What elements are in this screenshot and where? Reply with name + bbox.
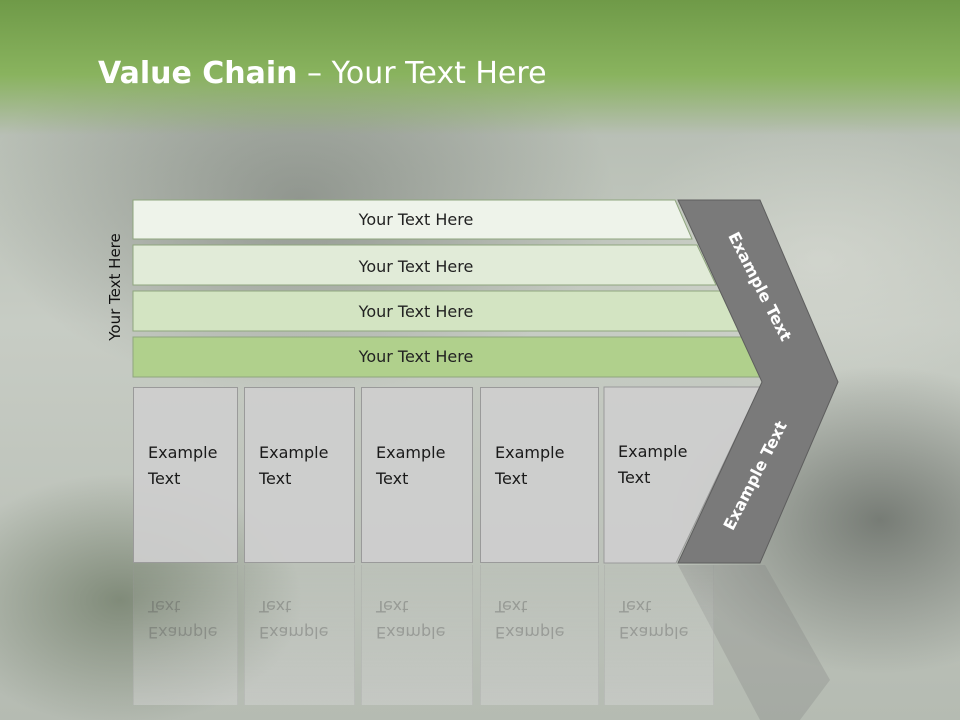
cell-3-reflection-line1: Example <box>376 623 446 642</box>
cell-4[interactable]: Example Text <box>480 387 599 563</box>
cell-3-line2: Text <box>376 469 409 488</box>
bar-4[interactable]: Your Text Here <box>132 336 764 378</box>
cell-1-line1: Example <box>148 443 218 462</box>
cell-3-reflection-line2: Text <box>376 597 409 616</box>
cell-1-line2: Text <box>148 469 181 488</box>
bar-2-label: Your Text Here <box>358 257 474 276</box>
bar-1-label: Your Text Here <box>358 210 474 229</box>
chevron-reflection <box>678 565 830 720</box>
bar-2[interactable]: Your Text Here <box>132 244 717 286</box>
cell-1[interactable]: Example Text <box>133 387 238 563</box>
cell-4-line1: Example <box>495 443 565 462</box>
cell-1-reflection: Example Text <box>133 565 238 705</box>
cell-5-reflection-line1: Example <box>619 623 689 642</box>
cell-2-reflection: Example Text <box>244 565 355 705</box>
cell-2-line1: Example <box>259 443 329 462</box>
cell-5-reflection-line2: Text <box>619 597 652 616</box>
cell-3-line1: Example <box>376 443 446 462</box>
chevron-arrow[interactable] <box>677 199 839 564</box>
cell-3-reflection: Example Text <box>361 565 473 705</box>
cell-4-reflection: Example Text <box>480 565 599 705</box>
bar-1[interactable]: Your Text Here <box>132 199 693 240</box>
bar-3[interactable]: Your Text Here <box>132 290 740 332</box>
cell-1-reflection-line2: Text <box>148 597 181 616</box>
bar-4-label: Your Text Here <box>358 347 474 366</box>
cell-3[interactable]: Example Text <box>361 387 473 563</box>
cell-4-reflection-line2: Text <box>495 597 528 616</box>
bar-3-label: Your Text Here <box>358 302 474 321</box>
title-rest: – Your Text Here <box>297 56 547 91</box>
bar-2-shape <box>132 244 717 286</box>
cell-4-reflection-line1: Example <box>495 623 565 642</box>
cell-5-shape <box>603 386 761 564</box>
cell-2[interactable]: Example Text <box>244 387 355 563</box>
cell-2-line2: Text <box>259 469 292 488</box>
cell-5-line1: Example <box>618 442 688 461</box>
page-title: Value Chain – Your Text Here <box>98 52 547 96</box>
cell-4-line2: Text <box>495 469 528 488</box>
bar-1-shape <box>132 199 693 240</box>
title-bold: Value Chain <box>98 56 298 91</box>
cell-2-reflection-line2: Text <box>259 597 292 616</box>
cell-5[interactable]: Example Text <box>604 387 714 563</box>
header-band <box>0 0 960 135</box>
cell-2-reflection-line1: Example <box>259 623 329 642</box>
cell-5-line2: Text <box>618 468 651 487</box>
cell-1-reflection-line1: Example <box>148 623 218 642</box>
cell-5-reflection: Example Text <box>604 565 714 705</box>
